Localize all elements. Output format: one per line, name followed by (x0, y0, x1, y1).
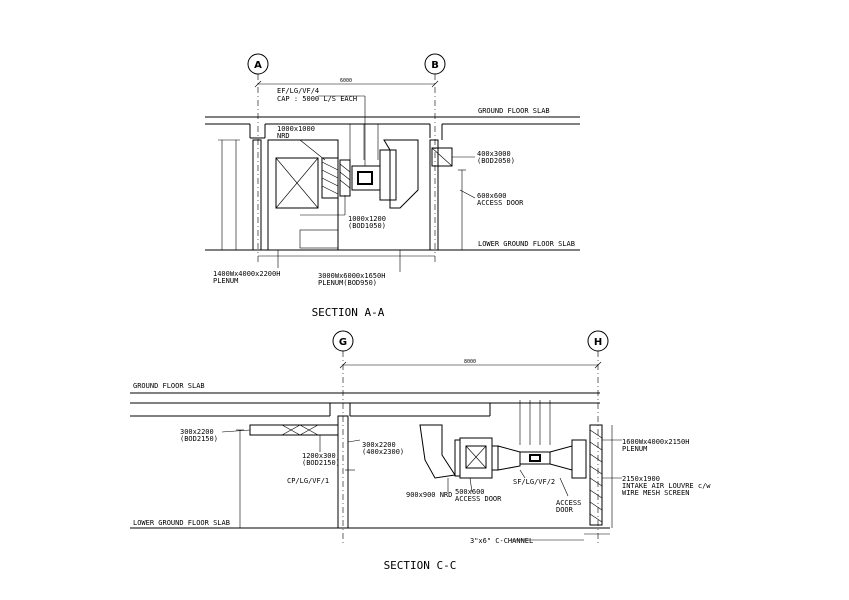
fan-box-cc (459, 437, 493, 479)
access2-line2: DOOR (556, 506, 574, 514)
span-dimension: 6000 (340, 78, 352, 84)
duct-mid-line1: 1000x1200 (348, 215, 386, 223)
plenum-left (267, 139, 339, 251)
wall-left (252, 139, 262, 251)
duct-left-line1: 300x2200 (180, 428, 214, 436)
duct-right-line1: 400x3000 (477, 150, 511, 158)
plenum-left-line2: PLENUM (213, 277, 238, 285)
access-line1: 600x600 (477, 192, 507, 200)
duct-left-line2: (BOD2150) (180, 435, 218, 443)
lower-ground-slab-label: LOWER GROUND FLOOR SLAB (478, 240, 575, 248)
louvre-line3: WIRE MESH SCREEN (622, 489, 689, 497)
span-dimension-cc: 8000 (464, 359, 476, 365)
duct-right-line2: (BOD2050) (477, 157, 515, 165)
access1-line1: 500x600 (455, 488, 485, 496)
plenum-right-line2: PLENUM(BOD950) (318, 279, 377, 287)
section-aa-title: SECTION A-A (312, 306, 385, 319)
intake-louvre (589, 424, 603, 526)
nrd-line2: NRD (277, 132, 290, 140)
plenum-left-line1: 1400Wx4000x2200H (213, 270, 280, 278)
section-aa: A B 6000 GROUND FLOOR SLAB (205, 53, 580, 319)
louvre-line1: 2150x1900 (622, 475, 660, 483)
access1-line2: ACCESS DOOR (455, 495, 502, 503)
sf-tag: SF/LG/VF/2 (513, 478, 555, 486)
duct-g-line1: 300x2200 (362, 441, 396, 449)
fan-tag-line1: EF/LG/VF/4 (277, 87, 319, 95)
plenum-right-line1: 3000Wx6000x1650H (318, 272, 385, 280)
wall-g (337, 415, 349, 529)
ground-slab-label-cc: GROUND FLOOR SLAB (133, 382, 205, 390)
ground-slab-label: GROUND FLOOR SLAB (478, 107, 550, 115)
intake-box (275, 157, 319, 209)
plenum-right (383, 139, 419, 209)
wall-right (429, 139, 439, 251)
plenum-g (419, 424, 456, 479)
grid-label-a: A (254, 60, 262, 71)
grid-label-b: B (431, 60, 439, 71)
plenum-right-line2-cc: PLENUM (622, 445, 647, 453)
louvre-line2: INTAKE AIR LOUVRE c/w (622, 482, 711, 490)
channel-label: 3"x6" C-CHANNEL (470, 537, 533, 545)
nrd-cc: 900x900 NRD (406, 491, 452, 499)
plenum-right-line1-cc: 1600Wx4000x2150H (622, 438, 689, 446)
lower-ground-slab-label-cc: LOWER GROUND FLOOR SLAB (133, 519, 230, 527)
fan-motor-cc (519, 451, 551, 465)
section-cc-title: SECTION C-C (384, 559, 457, 572)
section-cc: G H 8000 GROUND FLOOR SLAB (130, 330, 711, 572)
fan-body (351, 165, 381, 191)
access-line2: ACCESS DOOR (477, 199, 524, 207)
cp-tag: CP/LG/VF/1 (287, 477, 329, 485)
nrd-line1: 1000x1000 (277, 125, 315, 133)
grid-label-g: G (339, 337, 347, 348)
duct-mid-line2: (BOD2150) (302, 459, 340, 467)
duct-g-line2: (400x2300) (362, 448, 404, 456)
fan-tag-line2: CAP : 5000 L/S EACH (277, 95, 357, 103)
duct-mid-line1: 1200x300 (302, 452, 336, 460)
duct-left-cc (249, 424, 339, 436)
duct-mid-line2: (BOD1050) (348, 222, 386, 230)
grid-label-h: H (594, 337, 602, 348)
access2-line1: ACCESS (556, 499, 581, 507)
filter-bank (321, 157, 339, 199)
